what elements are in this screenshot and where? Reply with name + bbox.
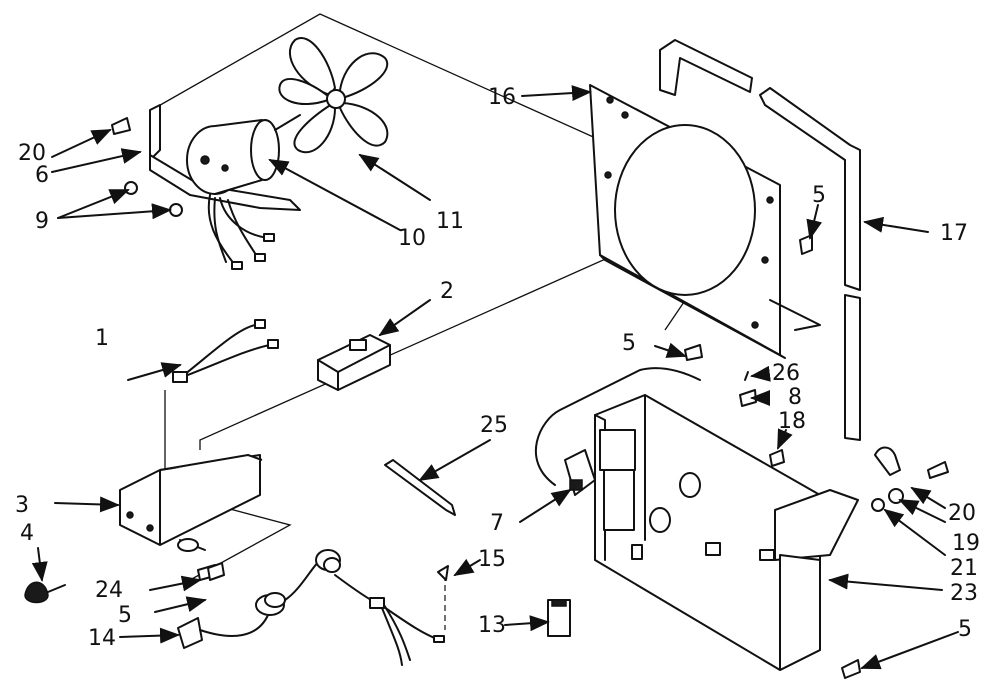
mounting-plate <box>589 84 821 359</box>
label-7: 7 <box>490 511 504 536</box>
label-24: 24 <box>95 578 123 603</box>
label-2: 2 <box>440 279 454 304</box>
label-21: 21 <box>950 556 978 581</box>
callout-labels: 1 2 3 4 5 5 5 5 6 7 8 9 10 11 13 14 15 1… <box>15 85 980 651</box>
small-hardware <box>111 117 949 679</box>
label-6: 6 <box>35 163 49 188</box>
strap <box>384 459 456 516</box>
label-5-base: 5 <box>958 617 972 642</box>
label-26: 26 <box>772 361 800 386</box>
base-chassis <box>594 394 859 671</box>
label-4: 4 <box>20 521 34 546</box>
label-14: 14 <box>88 626 116 651</box>
wire-harness <box>172 319 279 383</box>
label-1: 1 <box>95 326 109 351</box>
power-cord <box>177 549 445 666</box>
label-20-top: 20 <box>18 141 46 166</box>
label-18: 18 <box>778 409 806 434</box>
fan-motor <box>149 104 301 270</box>
label-10: 10 <box>398 226 426 251</box>
label-15: 15 <box>478 547 506 572</box>
label-17: 17 <box>940 221 968 246</box>
label-9: 9 <box>35 209 49 234</box>
switch-bracket <box>119 454 263 552</box>
thermostat <box>534 367 701 496</box>
label-19: 19 <box>952 531 980 556</box>
label-16: 16 <box>488 85 516 110</box>
leader-lines <box>31 85 959 670</box>
label-5-bracket: 5 <box>118 603 132 628</box>
gasket-strips <box>659 39 861 441</box>
plug-13 <box>547 599 571 637</box>
label-25: 25 <box>480 413 508 438</box>
label-8: 8 <box>788 385 802 410</box>
relay-box <box>317 334 391 391</box>
label-23: 23 <box>950 581 978 606</box>
label-11: 11 <box>436 209 464 234</box>
label-3: 3 <box>15 493 29 518</box>
label-5-side: 5 <box>812 183 826 208</box>
label-5-plate: 5 <box>622 331 636 356</box>
fan-blade <box>278 37 389 154</box>
label-20-right: 20 <box>948 501 976 526</box>
label-13: 13 <box>478 613 506 638</box>
knob <box>24 581 66 604</box>
